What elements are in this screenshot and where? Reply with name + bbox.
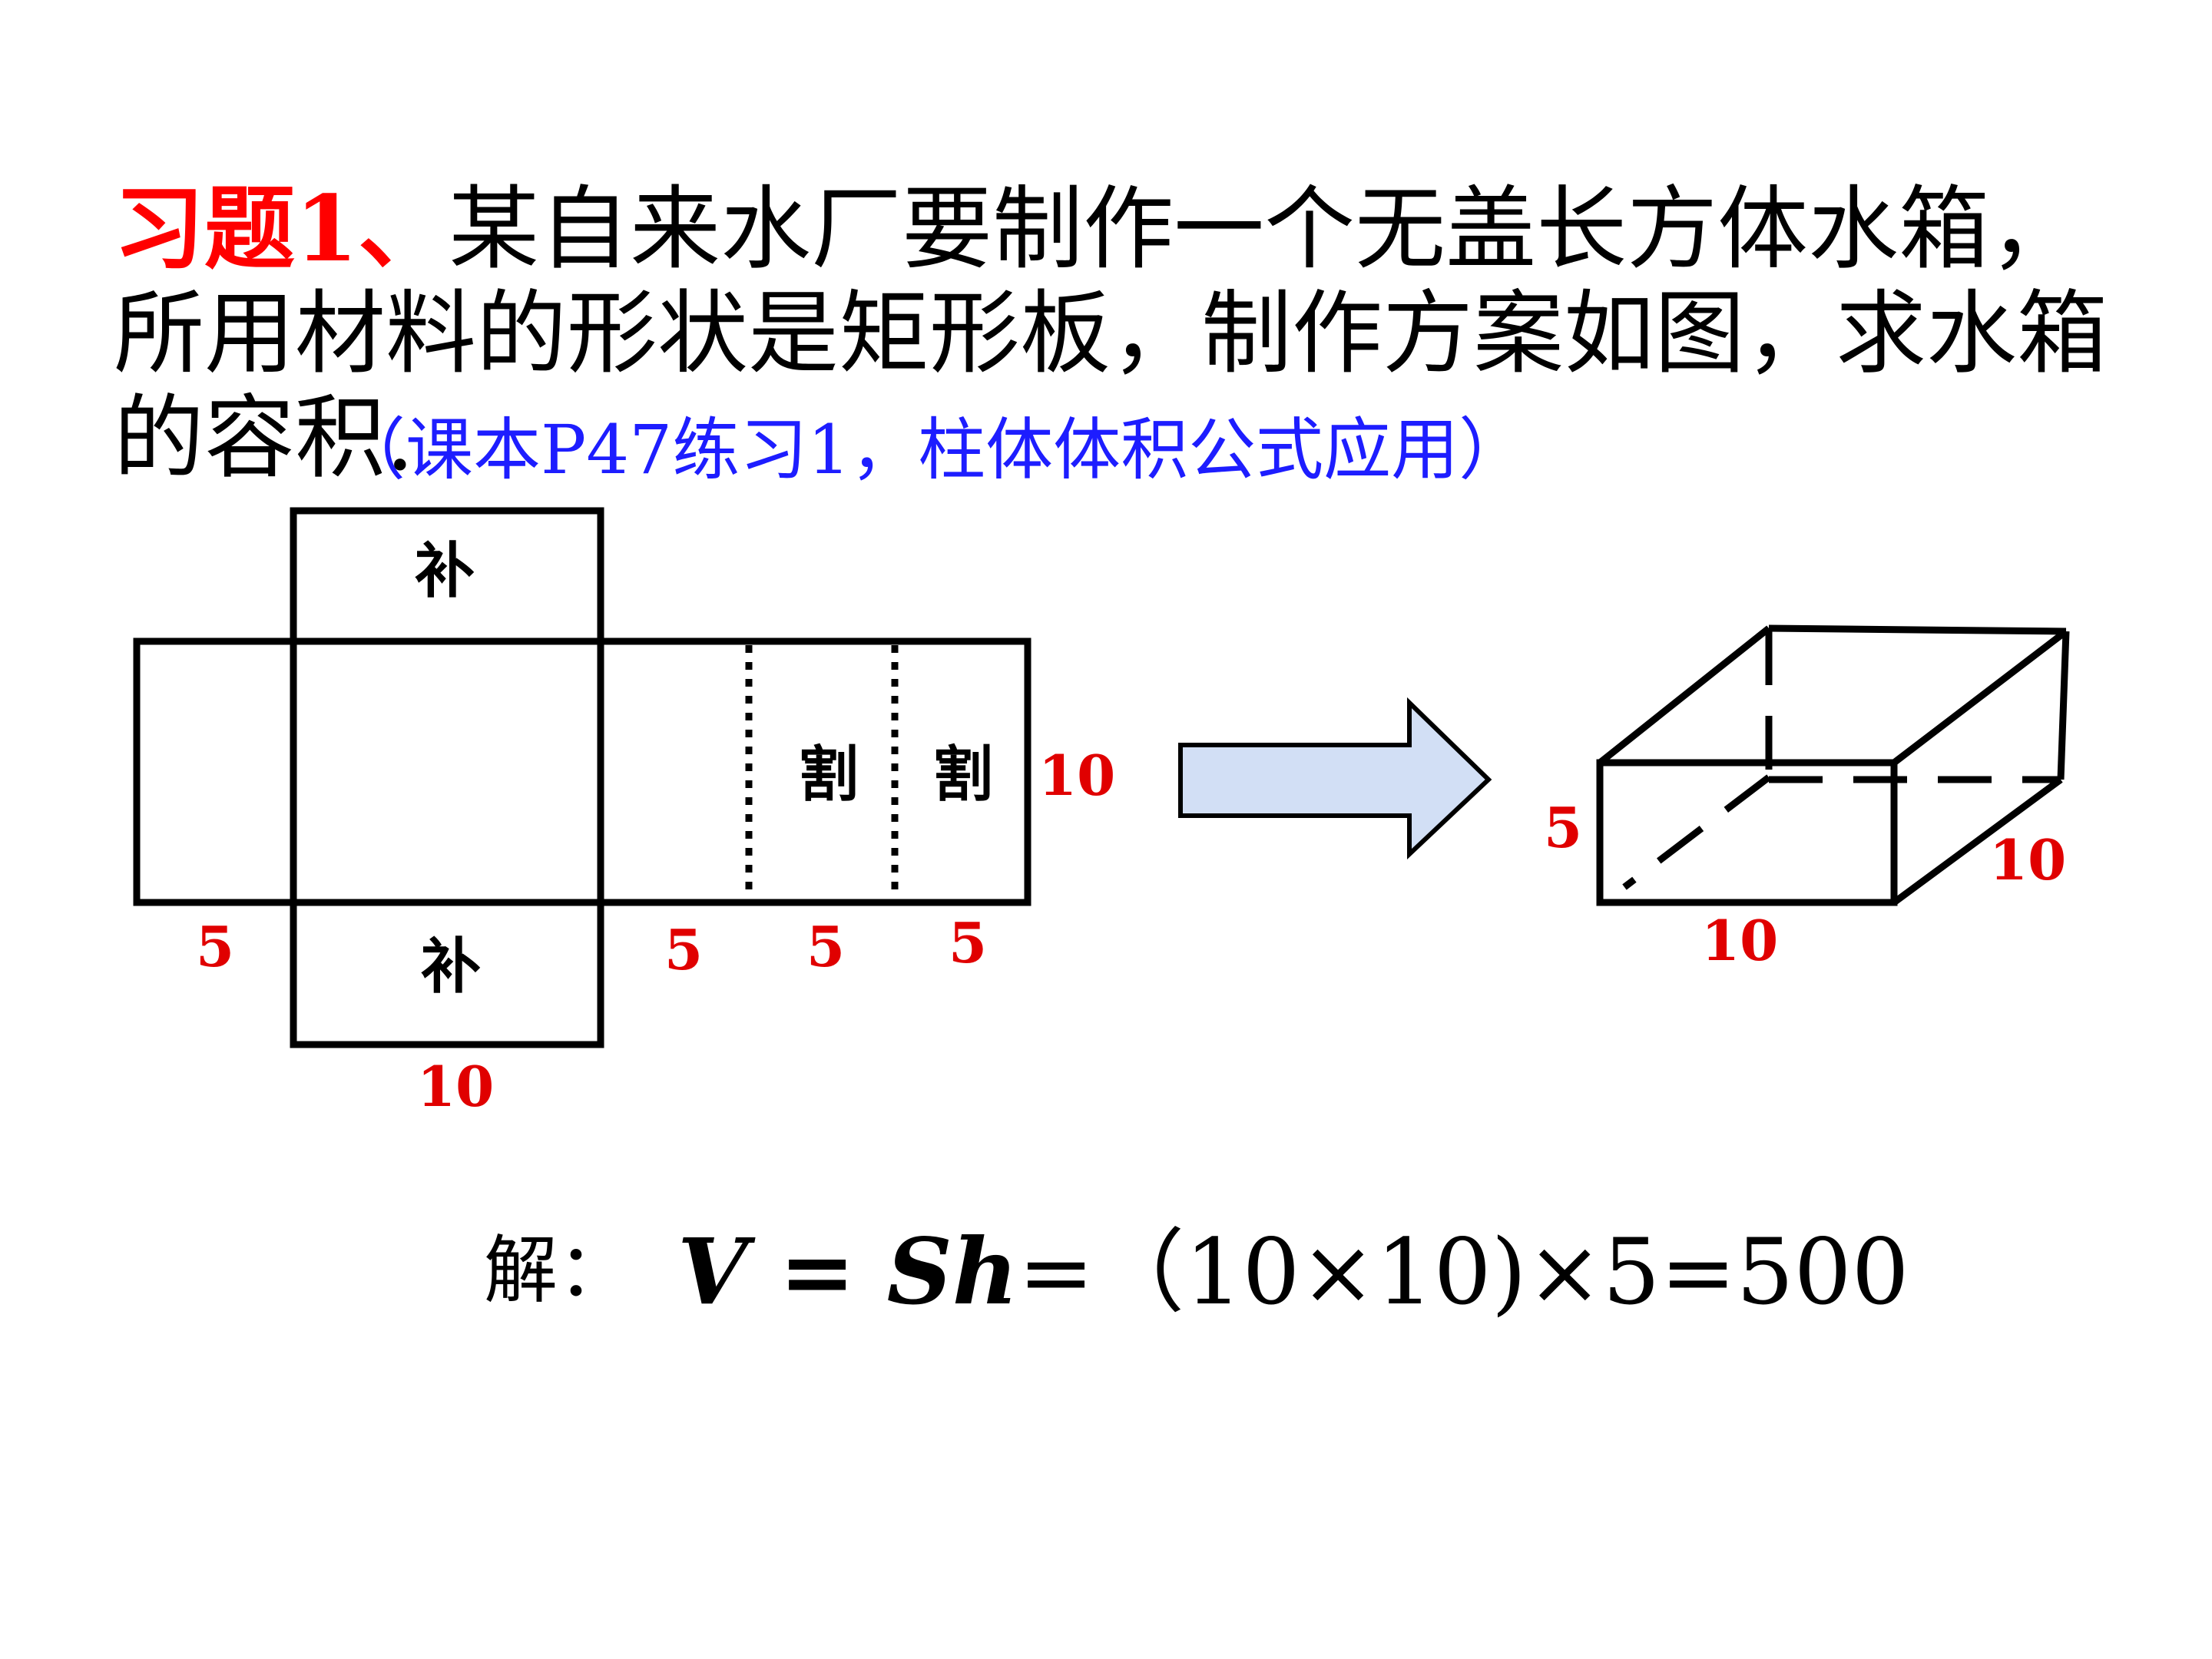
- net-patch-bottom-label: 补: [421, 932, 481, 1002]
- net-dim-mid-c: 5: [949, 910, 987, 975]
- net-dim-left: 5: [196, 914, 234, 979]
- problem-label: 习题1、: [114, 175, 449, 282]
- net-dim-right: 10: [1038, 743, 1115, 808]
- box-top-back-edge: [1768, 624, 2067, 635]
- box-hidden-edges: [1622, 631, 2061, 890]
- solution-formula: V = Sh: [677, 1218, 1018, 1325]
- right-arrow-icon: [1178, 697, 1492, 859]
- box-net: [133, 507, 1031, 1048]
- box-dim-width: 10: [1701, 908, 1778, 973]
- net-dim-mid-a: 5: [664, 917, 703, 982]
- box-dim-depth: 10: [1989, 827, 2066, 892]
- hidden-bottom-left-edge: [1622, 774, 1771, 890]
- open-box-3d: [1596, 624, 2070, 906]
- net-patch-top-label: 补: [415, 536, 475, 606]
- box-top-left-edge: [1598, 625, 1771, 766]
- problem-text: 某自来水厂要制作一个无盖长方体水箱，所用材料的形状是矩形板，制作方案如图，求水箱…: [114, 176, 2108, 491]
- solution-calculation: =（10×10)×5=500: [1018, 1219, 1909, 1325]
- net-cut-label-1: 割: [799, 740, 859, 810]
- net-bottom-patch: [290, 899, 604, 1048]
- box-top-right-edge: [1892, 628, 2068, 766]
- textbook-note: （课本P47练习1，柱体体积公式应用）: [338, 410, 1527, 489]
- net-dim-mid-b: 5: [806, 914, 845, 979]
- box-bottom-right-edge: [1892, 777, 2063, 906]
- net-cut-label-2: 割: [933, 740, 993, 810]
- problem-statement: 习题1、某自来水厂要制作一个无盖长方体水箱，所用材料的形状是矩形板，制作方案如图…: [114, 175, 2141, 491]
- box-front-face: [1596, 759, 1898, 906]
- box-right-back-vertical: [2057, 631, 2070, 780]
- net-dim-bottom: 10: [417, 1054, 494, 1119]
- solution: 解： V = Sh=（10×10)×5=500: [484, 1198, 1909, 1330]
- box-dim-height: 5: [1544, 795, 1582, 860]
- solution-label: 解：: [484, 1227, 631, 1313]
